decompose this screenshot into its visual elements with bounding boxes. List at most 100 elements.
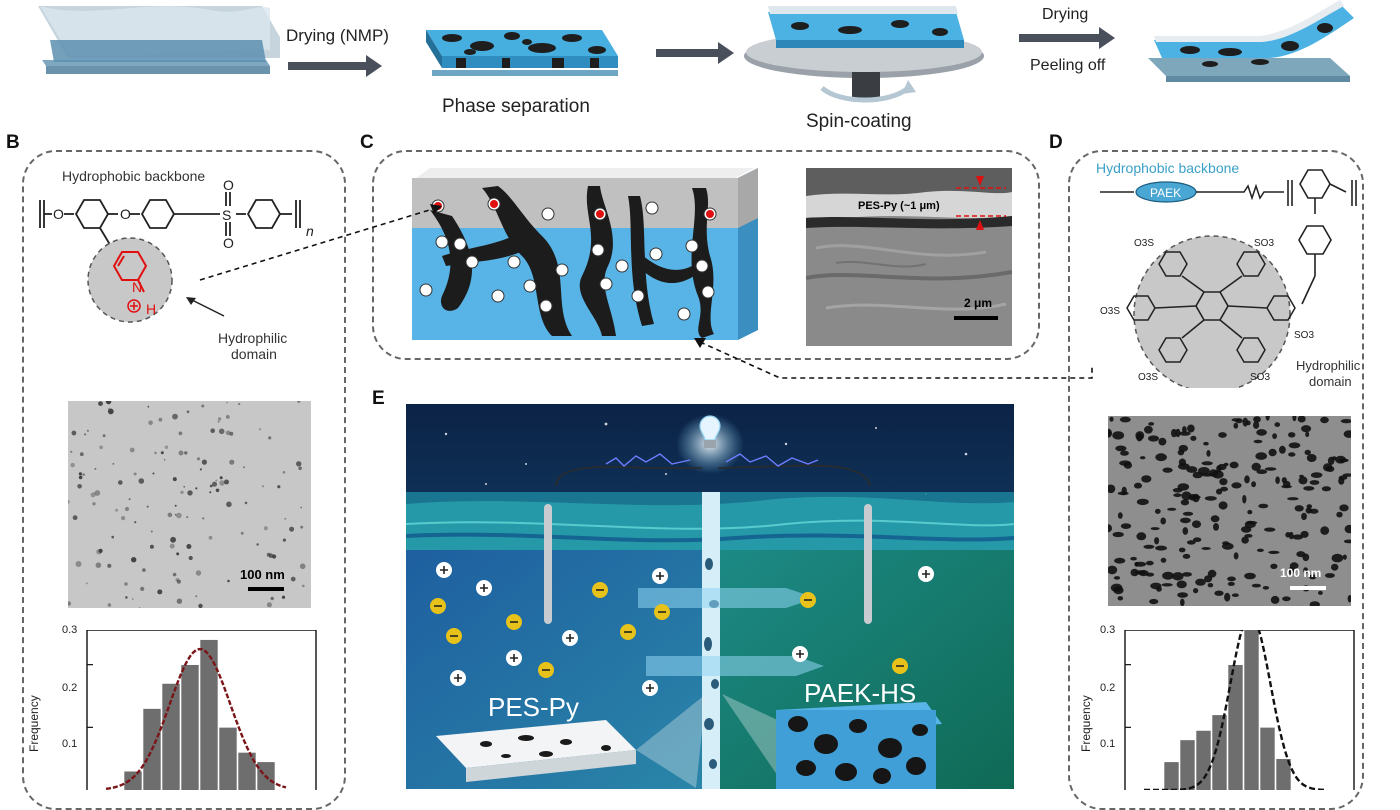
tem-b-dot bbox=[186, 516, 189, 519]
tem-b-dot bbox=[163, 459, 166, 461]
tem-b-dot bbox=[160, 451, 164, 455]
tem-b-dot bbox=[238, 402, 241, 406]
tem-d-pore bbox=[1135, 431, 1145, 441]
tem-b-dot bbox=[298, 466, 302, 471]
tem-d-pore bbox=[1180, 598, 1185, 606]
tem-d-pore bbox=[1193, 537, 1202, 542]
tem-d-pore bbox=[1130, 568, 1139, 577]
tem-d-pore bbox=[1123, 462, 1133, 469]
tem-d-pore bbox=[1306, 454, 1317, 462]
tem-d-pore bbox=[1347, 595, 1351, 603]
tem-b-dot bbox=[263, 526, 268, 531]
left-membrane-label: PES-Py bbox=[488, 692, 579, 722]
hist-d-ylabel: Frequency bbox=[1079, 695, 1093, 752]
tem-b-scale-bar bbox=[248, 587, 284, 591]
tem-d-pore bbox=[1331, 553, 1344, 563]
tem-d-pore bbox=[1108, 428, 1112, 438]
tem-b-dot bbox=[174, 504, 177, 507]
tem-d-pore bbox=[1171, 428, 1177, 438]
tem-d-pore bbox=[1255, 452, 1267, 460]
step4-label-top: Drying bbox=[1042, 6, 1089, 23]
tem-b-dot bbox=[180, 490, 184, 494]
hist-bar-0 bbox=[123, 770, 143, 790]
tem-b-dot bbox=[266, 602, 272, 608]
panel-e-letter: E bbox=[372, 388, 385, 409]
tem-b-dot bbox=[86, 429, 89, 432]
sem-layer-label: PES-Py (~1 μm) bbox=[858, 200, 940, 212]
tem-d-pore bbox=[1338, 475, 1348, 480]
tem-d-pore bbox=[1134, 561, 1147, 567]
tem-b-dot bbox=[94, 467, 97, 470]
sem-scale-bar bbox=[954, 316, 998, 320]
tem-b-dot bbox=[158, 417, 163, 422]
tem-b-dot bbox=[217, 417, 222, 421]
tem-b-dot bbox=[107, 408, 114, 415]
hydrogen: H bbox=[146, 301, 156, 317]
tem-b-dot bbox=[215, 479, 218, 482]
tem-b-dot bbox=[188, 555, 193, 561]
step2-label: Phase separation bbox=[442, 96, 590, 117]
tem-b-dot bbox=[90, 492, 96, 498]
tem-b-dot bbox=[240, 531, 244, 535]
tem-d-pore bbox=[1213, 523, 1219, 531]
tem-d-pore bbox=[1305, 507, 1312, 514]
tem-d-pore bbox=[1108, 484, 1116, 494]
tem-b-dot bbox=[300, 506, 303, 509]
tem-b-dot bbox=[172, 413, 178, 420]
tem-d-pore bbox=[1300, 530, 1309, 538]
tem-b-dot bbox=[282, 538, 286, 542]
tem-d-pore bbox=[1182, 426, 1187, 433]
casting-substrate-illustration bbox=[38, 6, 280, 74]
tem-d-pore bbox=[1112, 531, 1124, 538]
tem-b-dot bbox=[170, 536, 176, 543]
tem-b-dot bbox=[85, 582, 88, 585]
tem-d-pore bbox=[1288, 452, 1296, 457]
panel-d-domain-label-2: domain bbox=[1309, 374, 1352, 389]
tem-d-pore bbox=[1321, 486, 1331, 492]
tem-d-pore bbox=[1251, 481, 1256, 488]
tem-b-dot bbox=[186, 544, 192, 549]
tem-b-dot bbox=[256, 543, 259, 546]
tem-b-dot bbox=[107, 563, 112, 568]
histogram-d bbox=[1124, 630, 1355, 790]
tem-b-dot bbox=[215, 488, 220, 493]
tem-d-pore bbox=[1119, 416, 1131, 423]
tem-d-pore bbox=[1231, 418, 1240, 422]
tem-b-dot bbox=[169, 543, 175, 549]
tem-d-pore bbox=[1186, 466, 1198, 473]
tem-b-dot bbox=[124, 582, 128, 586]
tem-b-dot bbox=[289, 526, 295, 532]
tem-d-pore bbox=[1155, 453, 1167, 462]
tem-d-pore bbox=[1160, 517, 1166, 525]
tem-b-dot bbox=[102, 434, 106, 438]
tem-b-dot bbox=[148, 420, 153, 425]
tem-b-dot bbox=[94, 490, 101, 496]
tem-b-dot bbox=[284, 517, 287, 520]
tem-d-pore bbox=[1285, 532, 1291, 538]
tem-b-dot bbox=[99, 445, 103, 450]
tem-d-pore bbox=[1343, 539, 1351, 544]
hist-b-tick-03: 0.3 bbox=[62, 624, 78, 636]
tem-b-dot bbox=[244, 501, 248, 505]
tem-d-pore bbox=[1242, 494, 1247, 504]
tem-d-pore bbox=[1115, 445, 1127, 452]
tem-d-pore bbox=[1296, 551, 1306, 558]
tem-b-dot bbox=[302, 584, 305, 588]
tem-d-pore bbox=[1282, 596, 1291, 602]
hist-bar-7 bbox=[1275, 758, 1292, 790]
tem-d-pore bbox=[1188, 495, 1201, 499]
tem-d-pore bbox=[1201, 547, 1211, 550]
osmotic-energy-illustration: PES-Py PAEK-HS bbox=[406, 404, 1014, 789]
tem-b-dot bbox=[172, 572, 177, 577]
right-membrane-label: PAEK-HS bbox=[804, 678, 916, 708]
tem-b-dot bbox=[107, 603, 112, 607]
so3-label-3: O3S bbox=[1100, 306, 1120, 317]
tem-b-dot bbox=[140, 586, 145, 591]
tem-b-dot bbox=[133, 472, 137, 476]
tem-d-pore bbox=[1240, 526, 1252, 533]
tem-d-pore bbox=[1177, 449, 1185, 456]
tem-d-pore bbox=[1342, 554, 1347, 560]
tem-d-pore bbox=[1335, 455, 1347, 464]
tem-b-dot bbox=[150, 530, 153, 533]
tem-d-pore bbox=[1309, 574, 1317, 580]
